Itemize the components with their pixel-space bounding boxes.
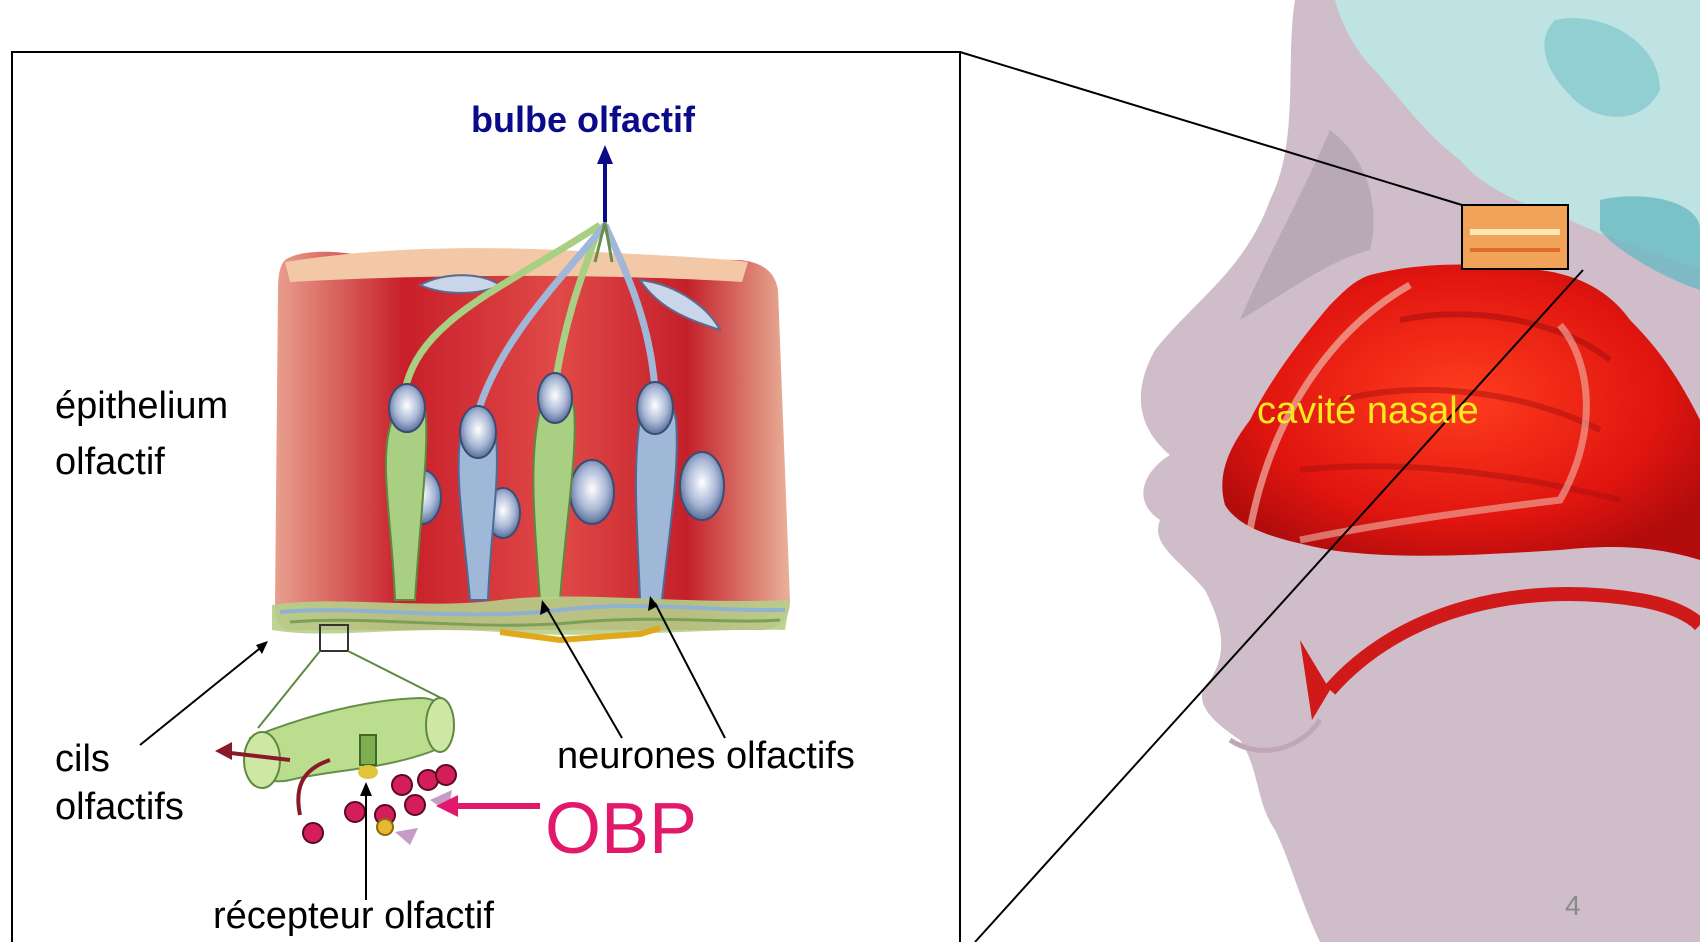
page-number: 4: [1565, 892, 1581, 920]
epithelium-illustration: [272, 222, 790, 640]
epithelium-label-line2: olfactif: [55, 443, 165, 481]
epithelium-label-line1: épithelium: [55, 387, 228, 425]
support-nucleus-4: [680, 452, 724, 520]
head-cross-section: [1141, 0, 1700, 942]
support-nucleus-3: [570, 460, 614, 524]
cilia-mesh: [272, 596, 790, 634]
cils-label-line2: olfactifs: [55, 788, 184, 826]
cavite-nasale-label: cavité nasale: [1257, 392, 1479, 430]
olfactory-patch: [1462, 205, 1568, 269]
neurones-label: neurones olfactifs: [557, 737, 855, 775]
cils-label-line1: cils: [55, 740, 110, 778]
recepteur-label: récepteur olfactif: [213, 897, 494, 935]
obp-label: OBP: [545, 793, 697, 865]
bulbe-olfactif-label: bulbe olfactif: [471, 102, 695, 138]
